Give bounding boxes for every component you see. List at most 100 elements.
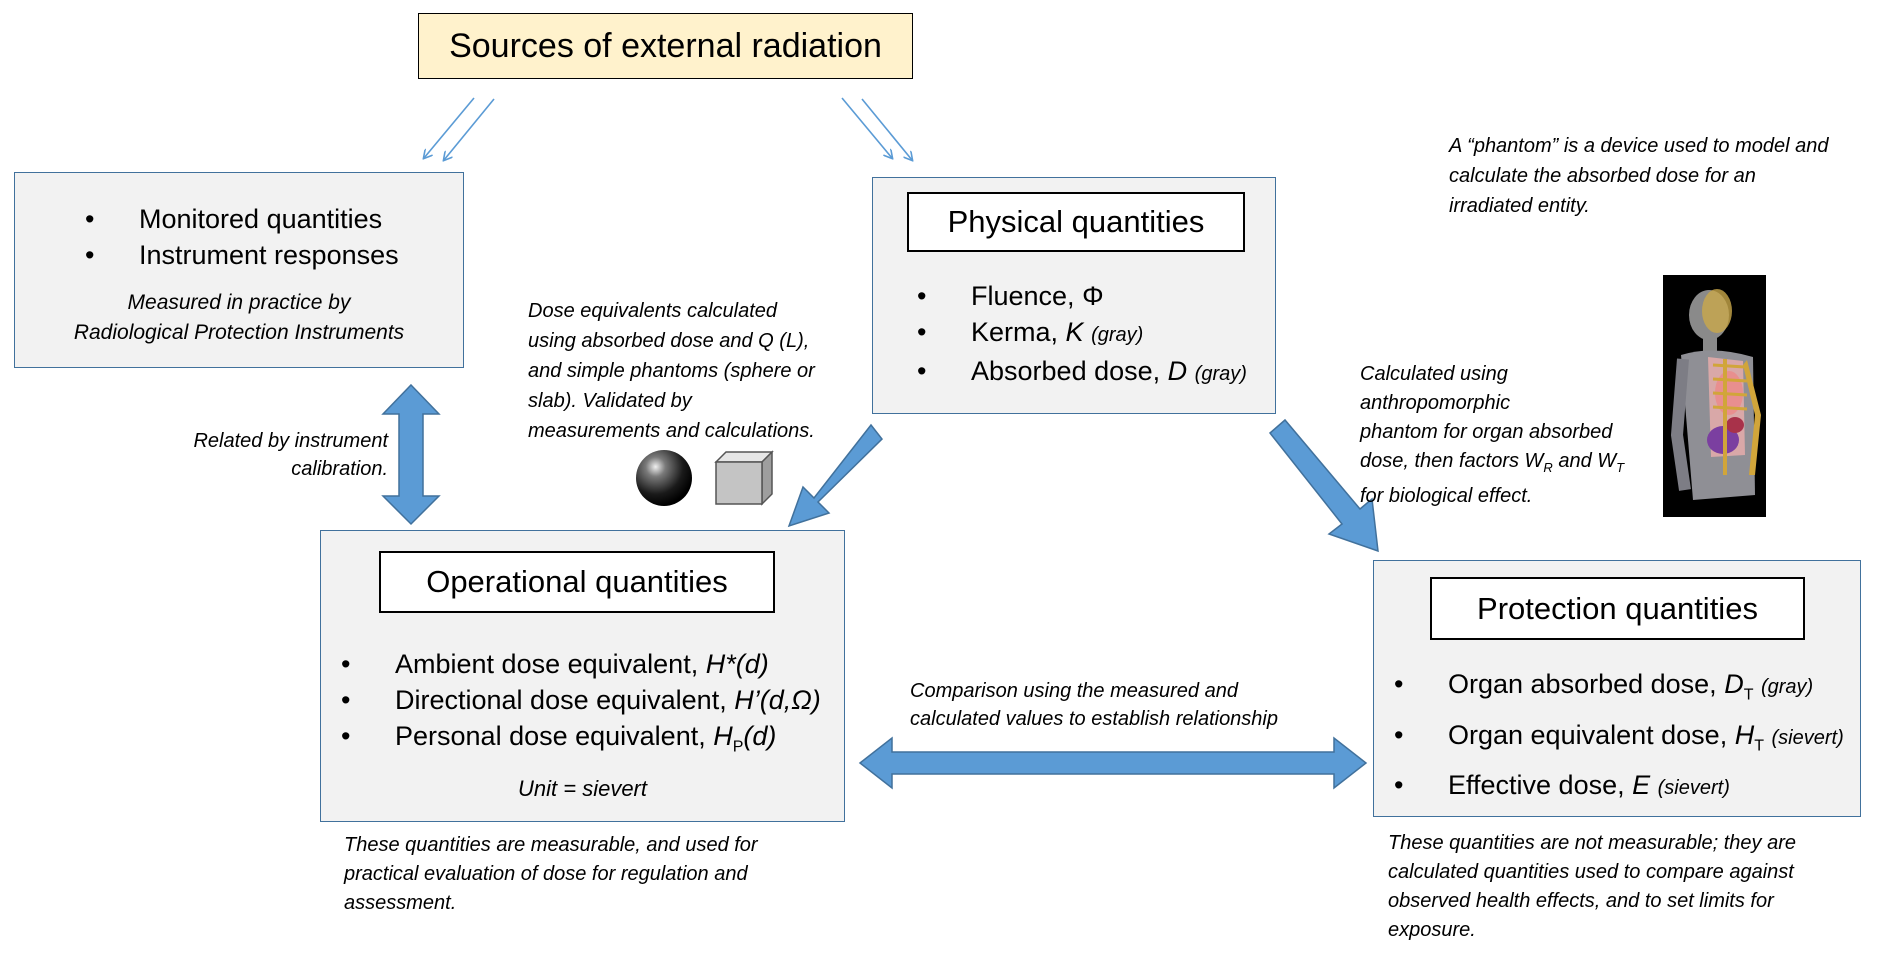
personal-sub: P — [732, 738, 744, 756]
monitored-list: Monitored quantities Instrument response… — [85, 201, 399, 273]
protection-box: Protection quantities Organ absorbed dos… — [1373, 560, 1861, 817]
calibration-double-arrow — [381, 383, 441, 526]
note-line: Related by instrument — [193, 430, 388, 452]
source-to-physical-arrow-2 — [861, 98, 912, 160]
kerma-symbol: K — [1065, 317, 1084, 347]
calibration-note: Related by instrument calibration. — [158, 427, 388, 483]
list-item-absorbed: Absorbed dose, D (gray) — [917, 353, 1247, 392]
directional-label: Directional dose equivalent, — [395, 685, 735, 715]
source-to-monitored-arrow-2 — [444, 98, 495, 160]
protection-list: Organ absorbed dose, DT (gray) Organ equ… — [1394, 664, 1844, 806]
note-line: calibration. — [291, 458, 388, 480]
anthropomorphic-phantom-image — [1663, 275, 1766, 517]
sources-title: Sources of external radiation — [449, 26, 882, 65]
comparison-note: Comparison using the measured and calcul… — [910, 677, 1278, 733]
anthropomorphic-note: Calculated using anthropomorphic phantom… — [1360, 360, 1624, 511]
note-line: A “phantom” is a device used to model an… — [1449, 135, 1829, 157]
note-line: Calculated using — [1360, 363, 1508, 385]
phantom-definition-note: A “phantom” is a device used to model an… — [1449, 131, 1828, 221]
personal-symbol: H — [713, 721, 733, 751]
list-item-organ-equivalent: Organ equivalent dose, HT (sievert) — [1394, 715, 1844, 766]
absorbed-unit: (gray) — [1194, 363, 1247, 385]
list-item-ambient: Ambient dose equivalent, H*(d) — [341, 646, 821, 682]
note-line: practical evaluation of dose for regulat… — [344, 863, 748, 885]
operational-title: Operational quantities — [426, 564, 728, 599]
note-line: calculated values to establish relations… — [910, 708, 1278, 730]
note-line: Dose equivalents calculated — [528, 300, 778, 322]
list-item-organ-absorbed: Organ absorbed dose, DT (gray) — [1394, 664, 1844, 715]
list-item-kerma: Kerma, K (gray) — [917, 314, 1247, 353]
list-item-directional: Directional dose equivalent, H’(d,Ω) — [341, 682, 821, 718]
sources-box: Sources of external radiation — [418, 13, 913, 79]
note-line: anthropomorphic — [1360, 392, 1511, 414]
dose-equivalents-note: Dose equivalents calculated using absorb… — [528, 296, 815, 446]
note-line: These quantities are not measurable; the… — [1388, 832, 1797, 854]
note-line: phantom for organ absorbed — [1360, 421, 1613, 443]
list-item: Monitored quantities — [85, 201, 399, 237]
note-line: dose, then factors WR and WT — [1360, 447, 1624, 482]
wt-sub: T — [1616, 460, 1625, 475]
source-to-monitored-arrow-1 — [424, 97, 475, 158]
note-line: measurements and calculations. — [528, 420, 815, 442]
kerma-label: Kerma, — [971, 317, 1066, 347]
note-line: using absorbed dose and Q (L), — [528, 330, 810, 352]
monitored-note: Measured in practice by Radiological Pro… — [15, 288, 463, 348]
absorbed-symbol: D — [1167, 356, 1188, 386]
organ-equivalent-label: Organ equivalent dose, — [1448, 720, 1735, 751]
list-item-fluence: Fluence, Φ — [917, 278, 1247, 314]
note-line: Comparison using the measured and — [910, 680, 1238, 702]
list-item: Instrument responses — [85, 237, 399, 273]
physical-to-operational-arrow — [787, 423, 884, 528]
note-line: assessment. — [344, 892, 457, 914]
absorbed-label: Absorbed dose, — [971, 356, 1168, 386]
note-line: These quantities are measurable, and use… — [344, 834, 758, 856]
organ-absorbed-label: Organ absorbed dose, — [1448, 669, 1725, 699]
kerma-unit: (gray) — [1091, 324, 1144, 346]
protection-title: Protection quantities — [1477, 590, 1758, 626]
organ-equivalent-sub: T — [1754, 737, 1764, 755]
note-text: and W — [1552, 450, 1617, 472]
source-to-physical-arrow-1 — [841, 97, 892, 158]
physical-title: Physical quantities — [947, 204, 1205, 239]
operational-box: Operational quantities Ambient dose equi… — [320, 530, 845, 822]
list-item-personal: Personal dose equivalent, HP(d) — [341, 718, 821, 765]
organ-absorbed-symbol: D — [1724, 669, 1744, 699]
effective-symbol: E — [1632, 769, 1651, 800]
directional-symbol: H’(d,Ω) — [734, 685, 821, 715]
fluence-label: Fluence, — [971, 281, 1083, 311]
list-item-effective: Effective dose, E (sievert) — [1394, 767, 1844, 806]
personal-label: Personal dose equivalent, — [395, 721, 714, 751]
physical-to-protection-arrow — [1268, 418, 1379, 553]
note-line: calculated quantities used to compare ag… — [1388, 861, 1794, 883]
organ-absorbed-unit: (gray) — [1760, 676, 1814, 698]
note-line: observed health effects, and to set limi… — [1388, 890, 1774, 912]
operational-footer-note: These quantities are measurable, and use… — [344, 831, 758, 918]
effective-label: Effective dose, — [1448, 769, 1633, 800]
operational-unit: Unit = sievert — [518, 776, 647, 801]
sphere-phantom-icon — [636, 450, 692, 506]
monitored-box: Monitored quantities Instrument response… — [14, 172, 464, 368]
operational-title-box: Operational quantities — [379, 551, 775, 613]
wr-sub: R — [1543, 460, 1553, 475]
physical-list: Fluence, Φ Kerma, K (gray) Absorbed dose… — [917, 278, 1247, 392]
personal-arg: (d) — [743, 721, 777, 751]
physical-box: Physical quantities Fluence, Φ Kerma, K … — [872, 177, 1276, 414]
monitored-note-line: Radiological Protection Instruments — [73, 321, 405, 344]
monitored-note-line: Measured in practice by — [127, 291, 351, 314]
fluence-symbol: Φ — [1082, 281, 1104, 311]
protection-footer-note: These quantities are not measurable; the… — [1388, 829, 1796, 945]
effective-unit: (sievert) — [1657, 776, 1730, 799]
note-line: calculate the absorbed dose for an — [1449, 165, 1756, 187]
note-line: and simple phantoms (sphere or — [528, 360, 815, 382]
ambient-label: Ambient dose equivalent, — [395, 649, 706, 679]
organ-equivalent-unit: (sievert) — [1771, 727, 1844, 750]
organ-equivalent-symbol: H — [1734, 720, 1755, 751]
note-text: dose, then factors W — [1360, 450, 1544, 472]
ambient-symbol: H*(d) — [705, 649, 769, 679]
comparison-double-arrow — [858, 736, 1368, 790]
note-line: exposure. — [1388, 919, 1476, 941]
note-line: irradiated entity. — [1449, 195, 1590, 217]
note-line: for biological effect. — [1360, 485, 1533, 507]
note-line: slab). Validated by — [528, 390, 692, 412]
